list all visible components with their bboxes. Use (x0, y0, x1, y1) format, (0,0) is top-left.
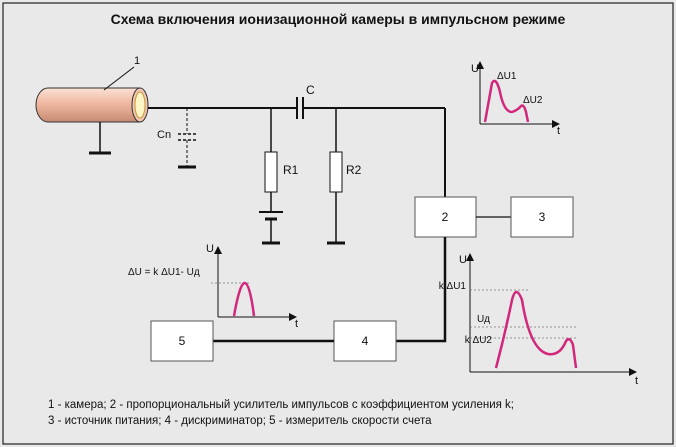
graph-left-formula: ΔU = k ΔU1- Uд (128, 267, 200, 278)
graph-top-du2: ΔU2 (523, 95, 543, 106)
block-2-amplifier (414, 196, 477, 238)
legend-line-2: 3 - источник питания; 4 - дискриминатор;… (48, 415, 432, 427)
c-label: C (306, 83, 315, 97)
resistor-r1 (264, 108, 278, 212)
legend-line-1: 1 - камера; 2 - пропорциональный усилите… (48, 399, 514, 411)
resistor-r2 (327, 108, 345, 245)
graph-left-t: t (295, 318, 298, 330)
battery (259, 211, 283, 245)
graph-top-du1: ΔU1 (497, 71, 517, 82)
stray-capacitor-cn (178, 108, 196, 169)
graph-input-pulses (476, 61, 560, 128)
ionization-chamber (35, 87, 149, 155)
block-2-label: 2 (442, 210, 449, 224)
chamber-number-label: 1 (134, 55, 140, 67)
graph-discriminator-output (211, 246, 297, 321)
block-5-label: 5 (179, 334, 186, 348)
capacitor-c (296, 97, 304, 119)
graph-top-u: U (471, 63, 479, 75)
block-3-label: 3 (539, 210, 546, 224)
graph-top-t: t (557, 125, 560, 137)
graph-right-u: U (459, 254, 467, 266)
graph-right-kdu2: k ΔU2 (465, 335, 493, 346)
graph-right-ud: Uд (477, 314, 490, 325)
graph-left-u: U (206, 243, 214, 255)
r2-label: R2 (346, 163, 362, 177)
graph-amplified-pulses (466, 253, 637, 376)
page-title: Схема включения ионизационной камеры в и… (111, 11, 566, 27)
label-pointer-1 (103, 66, 135, 91)
block-4-discriminator (333, 320, 397, 362)
wire-2-4 (396, 237, 447, 343)
block-5-count-rate-meter (150, 320, 214, 362)
block-4-label: 4 (362, 334, 369, 348)
graph-right-t: t (635, 375, 638, 387)
block-3-power-supply (510, 196, 574, 238)
r1-label: R1 (283, 163, 299, 177)
cn-label: Cn (157, 129, 171, 141)
graph-right-kdu1: k ΔU1 (439, 281, 467, 292)
